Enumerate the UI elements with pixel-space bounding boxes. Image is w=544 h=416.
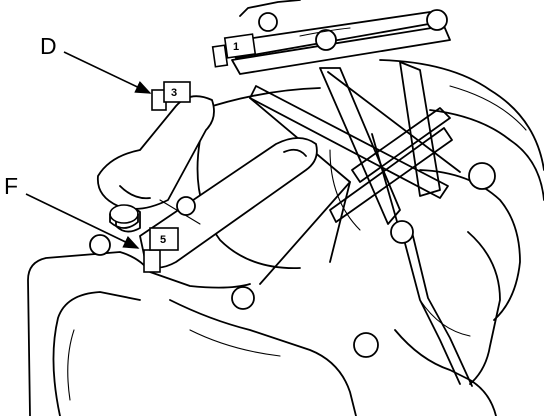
callout-arrow-d <box>63 51 152 94</box>
injector-connector-5: 5 <box>143 227 179 273</box>
engine-block <box>27 234 497 416</box>
callout-f: F <box>4 173 140 249</box>
bracket-lattice <box>231 61 473 387</box>
connector-number-1: 1 <box>233 41 239 53</box>
upper-housing <box>196 59 544 385</box>
connector-number-5: 5 <box>160 234 166 246</box>
callout-d: D <box>40 33 152 94</box>
injector-connector-3: 3 <box>151 81 191 111</box>
connector-number-3: 3 <box>171 87 177 99</box>
intake-runners <box>96 95 318 269</box>
injector-connector-1: 1 <box>211 33 257 68</box>
callout-arrow-f <box>25 193 140 249</box>
callout-label-f: F <box>4 173 18 199</box>
callout-label-d: D <box>40 33 57 59</box>
